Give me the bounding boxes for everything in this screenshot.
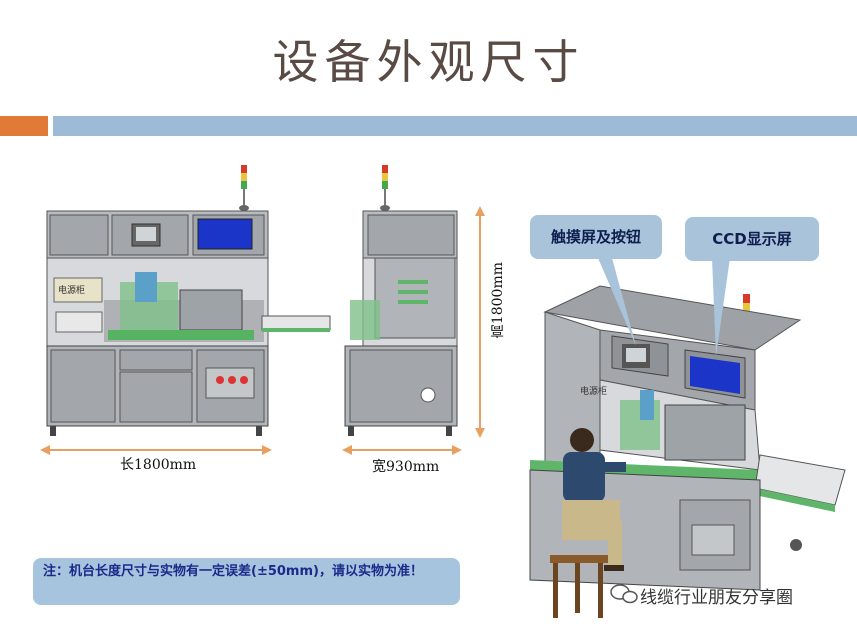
ccd-pointer [712, 258, 730, 356]
callout-ccd: CCD显示屏 [685, 217, 819, 261]
touchscreen-pointer [598, 258, 636, 346]
width-label: 宽930mm [372, 459, 440, 475]
accent-bar-blue [53, 116, 857, 136]
height-label: 高1800mm [490, 262, 506, 339]
front-view-machine [46, 165, 331, 436]
length-dimension-arrow [40, 445, 272, 455]
isometric-machine [529, 285, 846, 618]
wechat-icon [610, 584, 638, 604]
side-view-machine [344, 165, 458, 436]
height-dimension-arrow [475, 206, 485, 438]
note-box: 注：机台长度尺寸与实物有一定误差(±50mm)，请以实物为准！ [33, 558, 460, 605]
accent-bar-orange [0, 116, 48, 136]
panel-text-front: 电源柜 [58, 286, 86, 296]
watermark-text: 线缆行业朋友分享圈 [640, 588, 793, 608]
width-dimension-arrow [342, 445, 462, 455]
callout-touchscreen: 触摸屏及按钮 [530, 215, 662, 259]
length-label: 长1800mm [120, 457, 197, 473]
panel-text-3d: 电源柜 [580, 387, 608, 397]
page-title: 设备外观尺寸 [272, 35, 585, 89]
